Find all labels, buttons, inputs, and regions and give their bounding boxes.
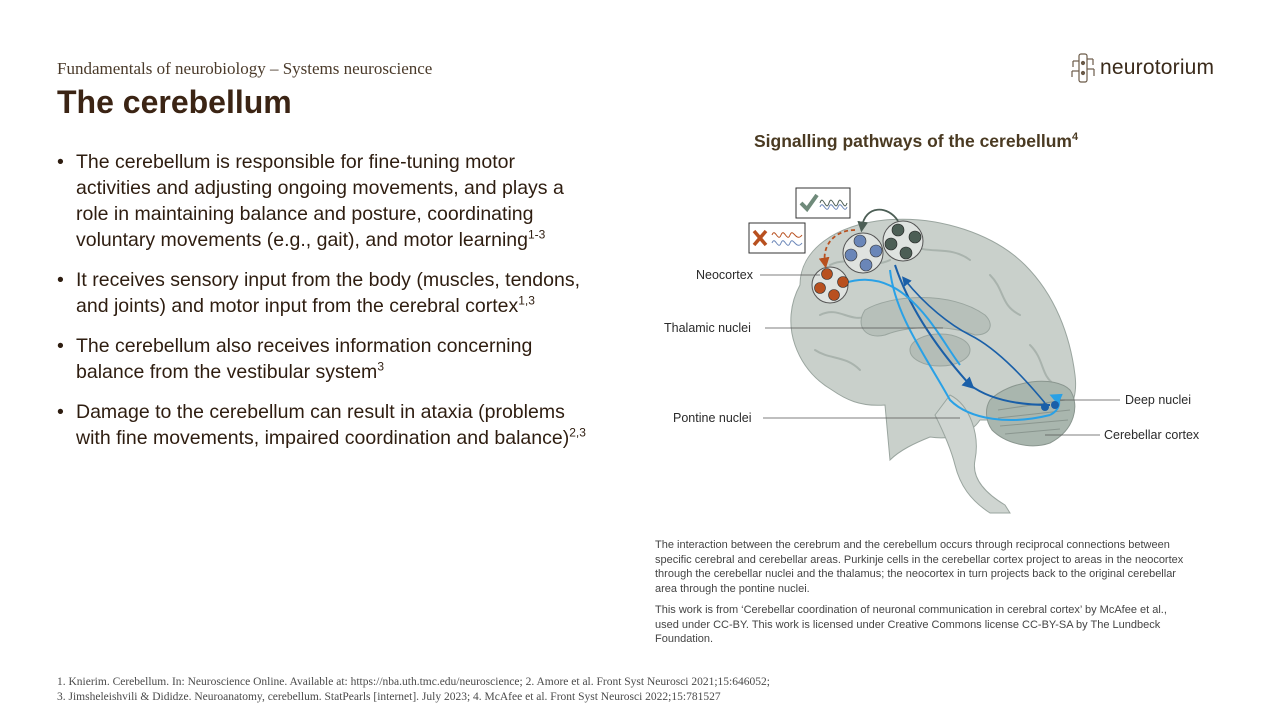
reference-line: 1. Knierim. Cerebellum. In: Neuroscience… — [57, 676, 770, 688]
pathway-light-line — [889, 269, 1051, 421]
bullet-text: The cerebellum is responsible for fine-t… — [76, 151, 564, 251]
citation-sup: 4 — [1071, 131, 1079, 144]
bullet-text: It receives sensory input from the body … — [76, 269, 580, 317]
cross-waveform-box — [748, 222, 806, 254]
cluster-orange — [811, 266, 849, 304]
pathway-light-line — [827, 278, 961, 366]
bullet-item: The cerebellum is responsible for fine-t… — [57, 149, 592, 253]
label-thalamic-nuclei: Thalamic nuclei — [664, 321, 751, 335]
reference-line: 3. Jimsheleishvili & Dididze. Neuroanato… — [57, 691, 721, 703]
citation-sup: 3 — [377, 359, 384, 374]
references: 1. Knierim. Cerebellum. In: Neuroscience… — [57, 675, 770, 705]
page-title: The cerebellum — [57, 84, 292, 120]
bullet-text: Damage to the cerebellum can result in a… — [76, 401, 570, 449]
citation-sup: 1-3 — [527, 227, 546, 242]
caption-description: The interaction between the cerebrum and… — [655, 539, 1184, 595]
feedback-arrow-green — [857, 208, 899, 233]
pathway-dark-line — [894, 264, 1051, 406]
figure-title: Signalling pathways of the cerebellum4 — [754, 131, 1078, 152]
cluster-green — [882, 220, 924, 262]
citation-sup: 2,3 — [569, 425, 586, 440]
label-cerebellar-cortex: Cerebellar cortex — [1104, 428, 1200, 442]
label-pontine-nuclei: Pontine nuclei — [673, 411, 752, 425]
deep-nuclei-dot — [1041, 403, 1049, 411]
waveform-icon — [819, 199, 848, 207]
figure-caption: The interaction between the cerebrum and… — [655, 538, 1185, 654]
bullet-item: Damage to the cerebellum can result in a… — [57, 399, 592, 451]
citation-sup: 1,3 — [518, 293, 535, 308]
check-waveform-box — [795, 187, 851, 219]
cerebellum-diagram — [748, 187, 1120, 514]
label-neocortex: Neocortex — [696, 268, 753, 282]
caption-license: This work is from ‘Cerebellar coordinati… — [655, 604, 1167, 645]
cross-icon — [752, 229, 768, 247]
logo: neurotorium — [1070, 53, 1214, 83]
figure-title-text: Signalling pathways of the cerebellum — [754, 131, 1072, 151]
bullet-text: The cerebellum also receives information… — [76, 335, 533, 383]
logo-text: neurotorium — [1100, 56, 1215, 79]
bullet-list: The cerebellum is responsible for fine-t… — [57, 149, 592, 465]
pathway-dark-line — [902, 276, 1046, 404]
brainstem-shape — [934, 394, 1011, 514]
deep-nuclei-dot — [1051, 401, 1059, 409]
label-deep-nuclei: Deep nuclei — [1125, 393, 1192, 407]
bullet-item: It receives sensory input from the body … — [57, 267, 592, 319]
check-icon — [799, 193, 819, 213]
waveform-icon — [771, 232, 803, 238]
bullet-item: The cerebellum also receives information… — [57, 333, 592, 385]
neurotorium-logo-icon — [1071, 53, 1095, 83]
cluster-blue — [842, 232, 884, 274]
section-subtitle: Fundamentals of neurobiology – Systems n… — [57, 59, 433, 78]
